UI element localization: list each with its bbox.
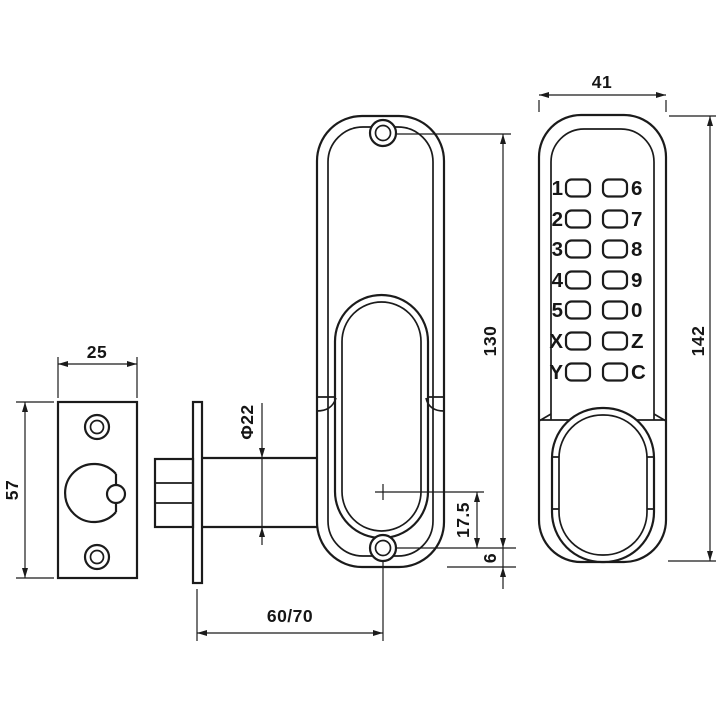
faceplate-top-screw-hole: [83, 413, 111, 441]
key-label-9: 9: [631, 269, 642, 292]
key-label-c: C: [631, 361, 646, 384]
dim-screw-to-edge: 6: [447, 548, 516, 589]
key-button-1: [564, 178, 592, 198]
key-button-4: [564, 270, 592, 290]
backplate-bottom-screw-inner: [374, 539, 392, 557]
faceplate-view: 25 57: [2, 342, 139, 580]
dim-backset-label: 60/70: [267, 606, 313, 626]
backplate-outline: [315, 114, 446, 569]
keypad-row-4: 4 9: [552, 269, 643, 292]
key-button-2: [564, 209, 592, 229]
key-button-x: [564, 331, 592, 351]
key-label-5: 5: [552, 299, 563, 322]
dim-keypad-height: 142: [668, 115, 716, 562]
faceplate-top-screw-hole-inner: [89, 419, 105, 435]
key-button-6: [601, 178, 629, 198]
dim-faceplate-height: 57: [2, 401, 54, 579]
backplate-bottom-screw: [368, 533, 398, 563]
backplate-view: 130 17.5 6: [315, 114, 516, 589]
dim-faceplate-width: 25: [57, 342, 138, 398]
key-button-7: [601, 209, 629, 229]
key-button-5: [564, 300, 592, 320]
faceplate-bottom-screw-hole: [83, 543, 111, 571]
key-label-4: 4: [552, 269, 564, 292]
spindle-center-mark: [375, 484, 484, 500]
keypad-row-6: X Z: [549, 330, 643, 353]
key-button-3: [564, 239, 592, 259]
key-label-0: 0: [631, 299, 642, 322]
key-label-3: 3: [552, 238, 563, 261]
backplate-top-screw-inner: [374, 124, 392, 142]
key-label-7: 7: [631, 208, 642, 231]
mounting-plate-edge: [191, 400, 204, 585]
latch-bolt-pin: [105, 483, 127, 505]
keypad-row-5: 5 0: [552, 299, 643, 322]
keypad-row-1: 1 6: [552, 177, 643, 200]
key-label-8: 8: [631, 238, 642, 261]
keypad-row-7: Y C: [549, 361, 646, 384]
key-label-x: X: [549, 330, 563, 353]
key-button-c: [601, 362, 629, 382]
knob-inner: [558, 414, 648, 556]
dim-center-to-screw-label: 17.5: [453, 502, 473, 538]
faceplate-bottom-screw-hole-inner: [89, 549, 105, 565]
backplate-top-screw: [368, 118, 398, 148]
keypad-row-2: 2 7: [552, 208, 643, 231]
backplate-right-tab: [425, 396, 445, 412]
key-label-z: Z: [631, 330, 644, 353]
keypad-row-3: 3 8: [552, 238, 643, 261]
dim-screw-to-edge-label: 6: [480, 553, 500, 563]
key-label-6: 6: [631, 177, 642, 200]
dim-keypad-width: 41: [538, 72, 667, 112]
backplate-grip-outer: [333, 293, 430, 540]
faceplate-outline: [56, 400, 139, 580]
backplate-grip-inner: [341, 301, 422, 532]
key-label-y: Y: [549, 361, 563, 384]
dim-faceplate-height-label: 57: [2, 480, 22, 500]
latch-bolt-body: [153, 457, 195, 529]
key-button-8: [601, 239, 629, 259]
key-button-9: [601, 270, 629, 290]
backplate-left-tab: [316, 396, 337, 412]
knob-outer: [550, 406, 656, 564]
dim-latch-diameter-label: Φ22: [237, 404, 257, 439]
dim-center-to-screw: 17.5: [453, 492, 480, 548]
latch-barrel: [202, 456, 317, 529]
dim-screw-spacing: 130: [397, 133, 516, 549]
key-button-z: [601, 331, 629, 351]
key-label-2: 2: [552, 208, 563, 231]
dim-keypad-width-label: 41: [592, 72, 612, 92]
dim-screw-spacing-label: 130: [480, 326, 500, 357]
dim-faceplate-width-label: 25: [87, 342, 107, 362]
dim-backset: 60/70: [196, 562, 384, 641]
latch-bolt-segments: [155, 482, 193, 504]
key-button-y: [564, 362, 592, 382]
latch-assembly: Φ22 60/70: [153, 400, 384, 641]
latch-bolt-face-arc: [63, 462, 117, 524]
dim-latch-diameter: Φ22: [237, 403, 265, 545]
dim-keypad-height-label: 142: [688, 326, 708, 357]
key-label-1: 1: [552, 177, 563, 200]
keypad-view: 1 6 2 7 3 8 4 9 5: [537, 72, 716, 564]
knob-parting-marks: [552, 456, 654, 510]
keypad-inner-outline: [550, 128, 655, 420]
key-button-0: [601, 300, 629, 320]
